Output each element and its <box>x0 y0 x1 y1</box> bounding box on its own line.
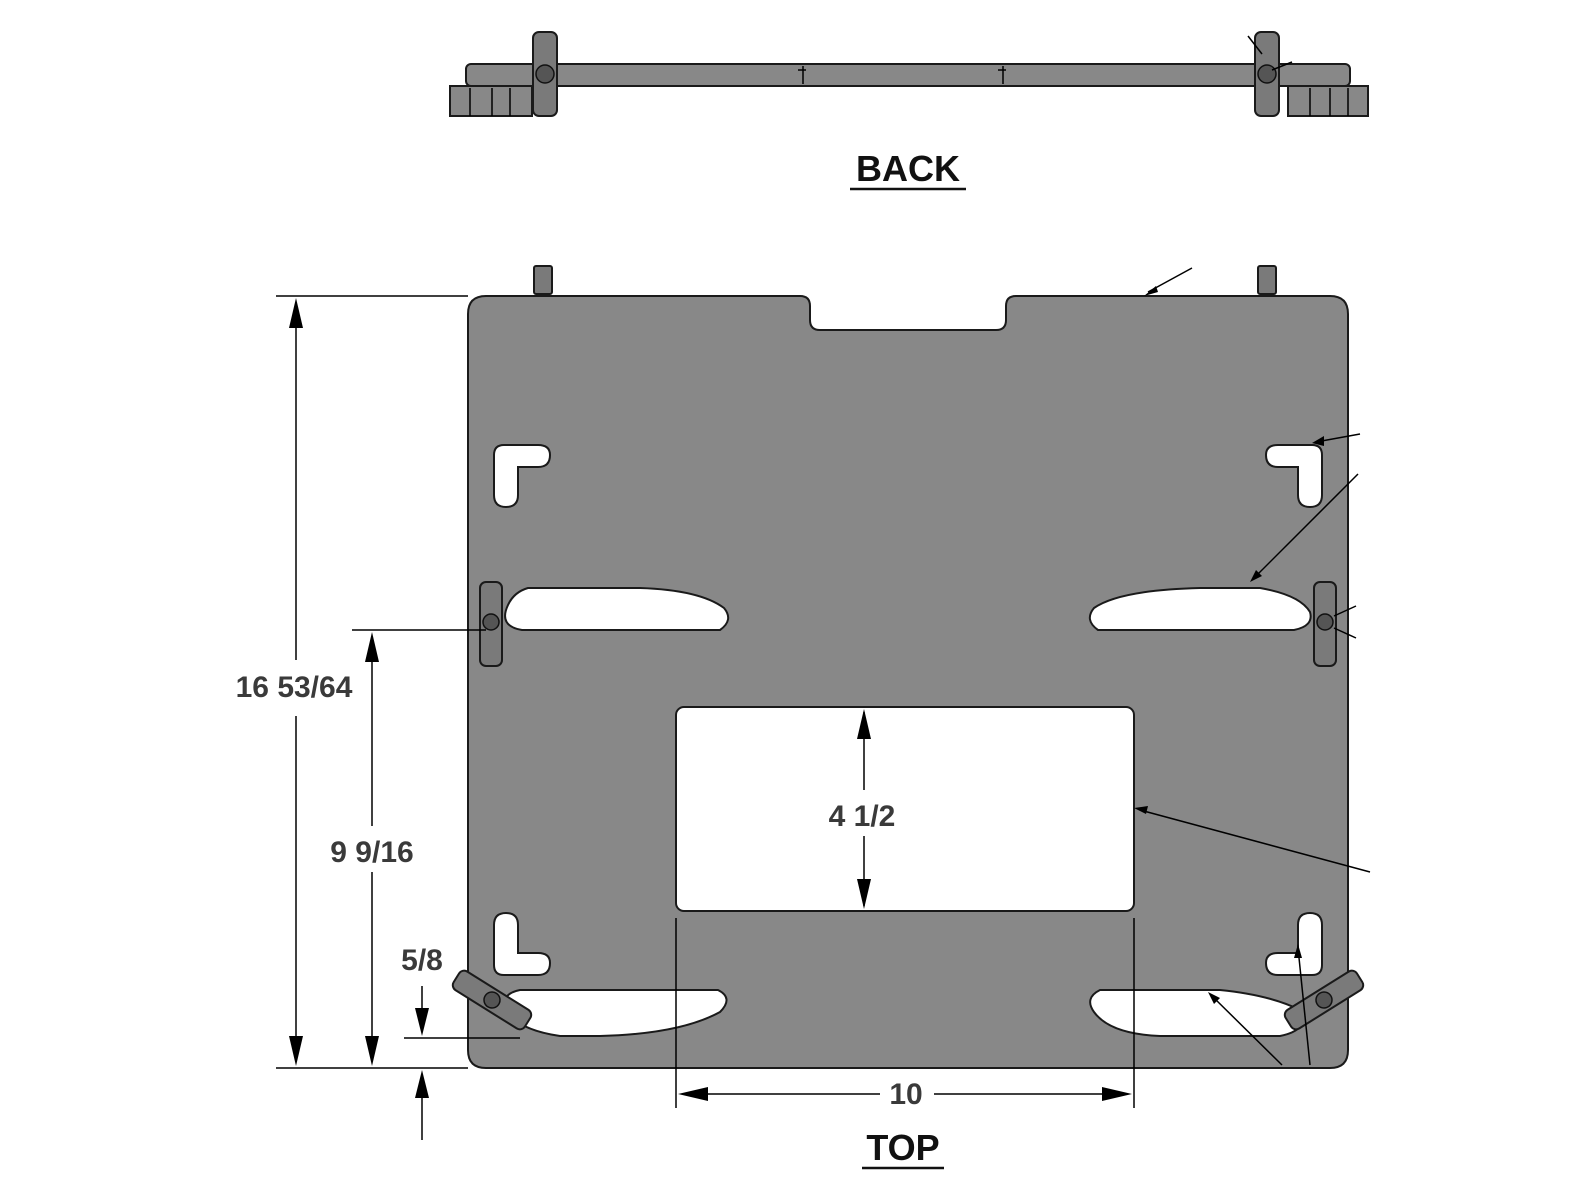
l-slot-bottom-right <box>1264 911 1323 976</box>
dim-bottom-offset-label: 5/8 <box>401 944 443 977</box>
dim-opening-width-label: 10 <box>889 1078 922 1111</box>
curved-slot-bottom-right <box>1089 989 1304 1037</box>
back-view-title: BACK <box>856 148 960 189</box>
l-slot-top-right <box>1264 444 1323 509</box>
dim-hole-height: 9 9/16 <box>330 629 486 1066</box>
back-view-left-foot <box>449 85 533 117</box>
top-view: 16 53/64 9 9/16 4 1/2 5/8 <box>236 265 1371 1170</box>
curved-slot-mid-right <box>1088 587 1312 631</box>
knob-left-mid <box>479 581 503 667</box>
back-view-right-foot <box>1287 85 1369 117</box>
dim-opening-width: 10 <box>675 918 1135 1111</box>
dim-opening-height: 4 1/2 <box>829 709 896 909</box>
dim-overall-height: 16 53/64 <box>236 295 468 1069</box>
l-slot-top-left <box>493 444 552 509</box>
l-slot-bottom-left <box>493 911 552 976</box>
knob-left-bottom <box>451 969 533 1031</box>
dim-opening-height-label: 4 1/2 <box>829 800 896 833</box>
knob-right-mid <box>1313 581 1357 667</box>
center-opening <box>675 706 1135 912</box>
dim-hole-height-label: 9 9/16 <box>330 836 413 869</box>
back-view-bar <box>465 63 1351 87</box>
dim-bottom-offset: 5/8 <box>401 944 520 1140</box>
top-right-pin <box>1257 265 1277 295</box>
dim-overall-height-label: 16 53/64 <box>236 671 353 704</box>
back-view: BACK <box>449 31 1369 191</box>
plate-outline <box>467 295 1349 1069</box>
top-left-pin <box>533 265 553 295</box>
curved-slot-mid-left <box>504 587 730 631</box>
top-view-title: TOP <box>866 1127 939 1168</box>
